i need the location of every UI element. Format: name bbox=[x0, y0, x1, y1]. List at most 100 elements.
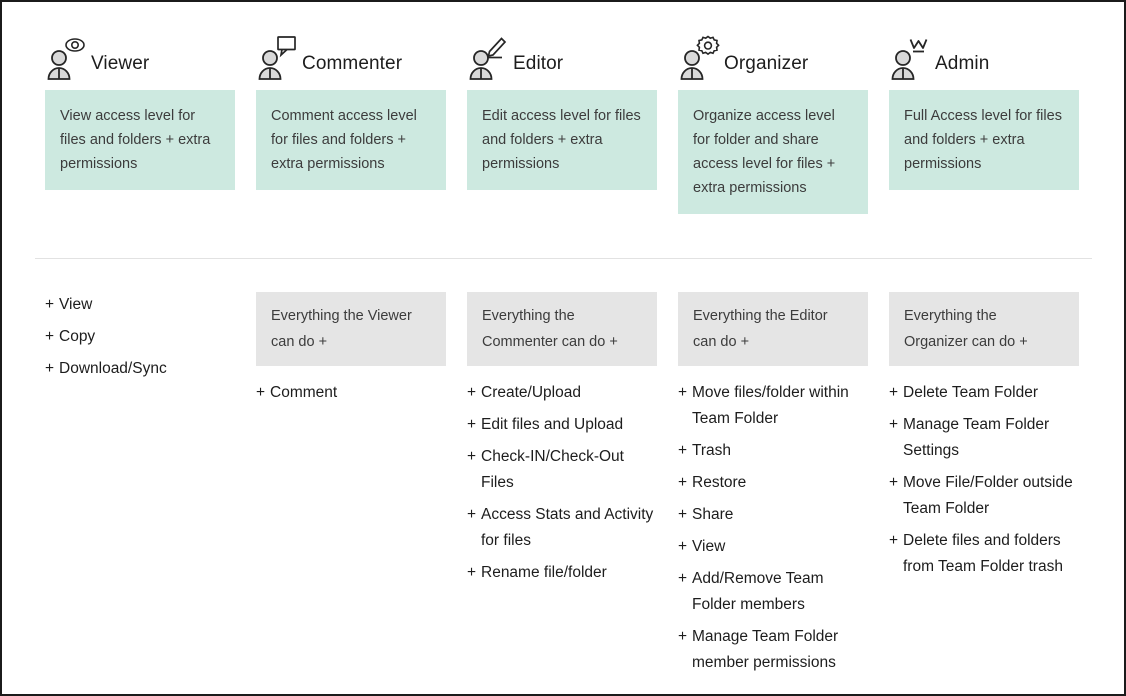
permission-label: Add/Remove Team Folder members bbox=[692, 570, 824, 613]
plus-icon: + bbox=[889, 474, 899, 491]
permission-label: Restore bbox=[692, 474, 747, 491]
plus-icon: + bbox=[678, 384, 688, 401]
plus-icon: + bbox=[256, 384, 266, 401]
permission-item: + Delete Team Folder bbox=[889, 380, 1079, 406]
permission-list-editor: + Create/Upload + Edit files and Upload … bbox=[467, 380, 657, 586]
role-name-viewer: Viewer bbox=[91, 53, 150, 74]
permission-item: + Share bbox=[678, 502, 868, 528]
plus-icon: + bbox=[467, 448, 477, 465]
permission-list-viewer: + View + Copy + Download/Sync bbox=[45, 292, 235, 382]
permission-item: + Add/Remove Team Folder members bbox=[678, 566, 868, 618]
plus-icon: + bbox=[467, 416, 477, 433]
role-name-admin: Admin bbox=[935, 53, 990, 74]
permission-label: Copy bbox=[59, 328, 96, 345]
plus-icon: + bbox=[45, 360, 55, 377]
permission-label: Trash bbox=[692, 442, 732, 459]
permission-item: + Access Stats and Activity for files bbox=[467, 502, 657, 554]
plus-icon: + bbox=[678, 538, 688, 555]
role-header-organizer: Organizer bbox=[678, 32, 868, 80]
permissions-column-viewer: + View + Copy + Download/Sync bbox=[45, 292, 235, 682]
inherit-note-editor: Everything the Commenter can do + bbox=[467, 292, 657, 366]
plus-icon: + bbox=[45, 296, 55, 313]
role-description-viewer: View access level for files and folders … bbox=[45, 90, 235, 190]
permission-label: Delete files and folders from Team Folde… bbox=[903, 532, 1063, 575]
user-with-eye-icon bbox=[45, 34, 89, 80]
role-header-admin: Admin bbox=[889, 32, 1079, 80]
role-description-editor: Edit access level for files and folders … bbox=[467, 90, 657, 190]
permission-label: Edit files and Upload bbox=[481, 416, 624, 433]
permission-item: + Check-IN/Check-Out Files bbox=[467, 444, 657, 496]
inherit-note-commenter: Everything the Viewer can do + bbox=[256, 292, 446, 366]
role-name-editor: Editor bbox=[513, 53, 564, 74]
permission-label: Check-IN/Check-Out Files bbox=[481, 448, 624, 491]
permission-list-admin: + Delete Team Folder + Manage Team Folde… bbox=[889, 380, 1079, 580]
permission-label: Manage Team Folder Settings bbox=[903, 416, 1050, 459]
permission-item: + Move File/Folder outside Team Folder bbox=[889, 470, 1079, 522]
role-column-organizer: Organizer Organize access level for fold… bbox=[678, 32, 868, 214]
inherit-note-admin: Everything the Organizer can do + bbox=[889, 292, 1079, 366]
permission-label: Access Stats and Activity for files bbox=[481, 506, 654, 549]
permission-item: + Trash bbox=[678, 438, 868, 464]
permission-label: Move files/folder within Team Folder bbox=[692, 384, 849, 427]
permission-item: + Download/Sync bbox=[45, 356, 235, 382]
plus-icon: + bbox=[467, 564, 477, 581]
plus-icon: + bbox=[678, 474, 688, 491]
plus-icon: + bbox=[678, 628, 688, 645]
user-with-crown-icon bbox=[889, 34, 933, 80]
permission-label: View bbox=[59, 296, 93, 313]
permission-item: + Edit files and Upload bbox=[467, 412, 657, 438]
permission-item: + Manage Team Folder member permissions bbox=[678, 624, 868, 676]
role-column-viewer: Viewer View access level for files and f… bbox=[45, 32, 235, 214]
permission-item: + View bbox=[678, 534, 868, 560]
permission-label: View bbox=[692, 538, 726, 555]
permissions-column-commenter: Everything the Viewer can do + + Comment bbox=[256, 292, 446, 682]
permissions-column-editor: Everything the Commenter can do + + Crea… bbox=[467, 292, 657, 682]
plus-icon: + bbox=[889, 532, 899, 549]
role-header-commenter: Commenter bbox=[256, 32, 446, 80]
role-column-editor: Editor Edit access level for files and f… bbox=[467, 32, 657, 214]
permission-label: Comment bbox=[270, 384, 338, 401]
permission-list-organizer: + Move files/folder within Team Folder +… bbox=[678, 380, 868, 676]
permission-label: Create/Upload bbox=[481, 384, 581, 401]
user-with-comment-bubble-icon bbox=[256, 34, 300, 80]
role-description-organizer: Organize access level for folder and sha… bbox=[678, 90, 868, 214]
plus-icon: + bbox=[678, 442, 688, 459]
permissions-band: + View + Copy + Download/Sync Everything… bbox=[45, 292, 1092, 682]
role-header-viewer: Viewer bbox=[45, 32, 235, 80]
permission-item: + Restore bbox=[678, 470, 868, 496]
permission-item: + Copy bbox=[45, 324, 235, 350]
plus-icon: + bbox=[678, 570, 688, 587]
permission-list-commenter: + Comment bbox=[256, 380, 446, 406]
plus-icon: + bbox=[889, 416, 899, 433]
permissions-column-organizer: Everything the Editor can do + + Move fi… bbox=[678, 292, 868, 682]
plus-icon: + bbox=[467, 384, 477, 401]
plus-icon: + bbox=[889, 384, 899, 401]
permission-item: + Rename file/folder bbox=[467, 560, 657, 586]
permission-label: Rename file/folder bbox=[481, 564, 607, 581]
plus-icon: + bbox=[45, 328, 55, 345]
permission-label: Share bbox=[692, 506, 734, 523]
permission-label: Move File/Folder outside Team Folder bbox=[903, 474, 1073, 517]
permission-item: + Create/Upload bbox=[467, 380, 657, 406]
permission-label: Manage Team Folder member permissions bbox=[692, 628, 839, 671]
permission-item: + Manage Team Folder Settings bbox=[889, 412, 1079, 464]
role-header-editor: Editor bbox=[467, 32, 657, 80]
permission-item: + View bbox=[45, 292, 235, 318]
permissions-column-admin: Everything the Organizer can do + + Dele… bbox=[889, 292, 1079, 682]
permission-item: + Delete files and folders from Team Fol… bbox=[889, 528, 1079, 580]
plus-icon: + bbox=[678, 506, 688, 523]
plus-icon: + bbox=[467, 506, 477, 523]
inherit-note-organizer: Everything the Editor can do + bbox=[678, 292, 868, 366]
role-column-commenter: Commenter Comment access level for files… bbox=[256, 32, 446, 214]
permission-label: Download/Sync bbox=[59, 360, 167, 377]
role-name-commenter: Commenter bbox=[302, 53, 403, 74]
permission-item: + Move files/folder within Team Folder bbox=[678, 380, 868, 432]
role-column-admin: Admin Full Access level for files and fo… bbox=[889, 32, 1079, 214]
role-description-admin: Full Access level for files and folders … bbox=[889, 90, 1079, 190]
section-divider bbox=[35, 258, 1092, 259]
role-description-commenter: Comment access level for files and folde… bbox=[256, 90, 446, 190]
permission-item: + Comment bbox=[256, 380, 446, 406]
permission-label: Delete Team Folder bbox=[903, 384, 1038, 401]
roles-header-band: Viewer View access level for files and f… bbox=[45, 32, 1092, 214]
